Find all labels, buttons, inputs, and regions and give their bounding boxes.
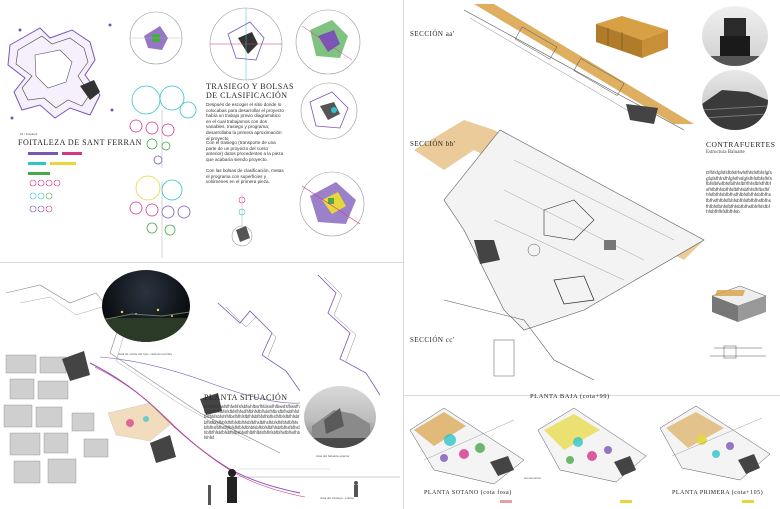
bastion-detail-2 [710, 345, 766, 359]
planta-sotano-label: PLANTA SOTANO (cota fosa) [424, 490, 512, 496]
circle-diagram-top-2 [209, 7, 283, 81]
section-aa-label: SECCIÓN aa' [410, 30, 455, 38]
tower-photo [702, 6, 768, 66]
section-title-line2: DE CLASIFICACIÓN [206, 91, 288, 100]
fort-photo [304, 386, 376, 448]
section-cc-label: SECCIÓN cc' [410, 336, 455, 344]
circle-diagram-right-1 [300, 82, 358, 140]
planta-baja-drawing [537, 407, 647, 483]
contrafuertes-text: Dfhfsfgfsfsfbfsfrfwfsfhfsfsfbfsfgfsgfqfs… [706, 170, 772, 215]
circle-diagram-top-1 [129, 11, 183, 65]
axonometric-caption: axonometría [524, 476, 541, 480]
site-plan-drawing [3, 274, 400, 505]
planta-sotano-drawing [409, 407, 525, 485]
section-bb-label: SECCIÓN bb' [410, 140, 456, 148]
planta-baja-label: PLANTA BAJA (cota+99) [530, 393, 610, 400]
fortress-caption: 01 / fortaleza [20, 132, 38, 136]
night-photo-caption: vista de noche del foso, vista al mar li… [118, 352, 173, 356]
section-title-line1: TRASIEGO Y BOLSAS [206, 82, 294, 91]
horizontal-divider-right [404, 395, 780, 396]
fort-photo-caption: vista del baluarte exterior [316, 454, 350, 458]
circle-diagram-mid [231, 194, 253, 247]
night-photo [102, 270, 190, 342]
bubble-cluster-1 [129, 85, 197, 168]
circle-diagram-top-3 [295, 9, 361, 75]
bottom-caption: vista del trasiego - enlace [320, 496, 355, 500]
paragraph-2: Con el trasiego (transporte de una parte… [206, 140, 284, 162]
planta-primera-label: PLANTA PRIMERA (cota+105) [672, 490, 764, 496]
situation-title: PLANTA SITUACIÓN [204, 393, 288, 402]
situation-text: fdsfsfdsfrwfsfhfwhfsfsbfwhfbsrfhfdsmfhfb… [204, 404, 300, 441]
axonometric-element [596, 16, 668, 58]
paragraph-1: Después de escoger el sitio donde lo col… [206, 102, 284, 141]
bubble-legend [29, 179, 61, 213]
fortress-title: FOITALEZA DE SANT FERRAN [18, 138, 142, 147]
main-plan-drawing [414, 120, 705, 381]
contrafuertes-subtitle: Estructura Baluarte [706, 150, 745, 155]
horizontal-divider-left [0, 262, 403, 263]
contrafuertes-title: CONTRAFUERTES [706, 140, 776, 149]
paragraph-3: Con las bolsas de clasificación, metas e… [206, 168, 284, 185]
bastion-detail [711, 285, 767, 322]
wall-photo [702, 70, 768, 130]
section-aa-drawing [463, 4, 694, 131]
fortress-plan-drawing [7, 23, 114, 120]
circle-diagram-right-2 [299, 171, 365, 237]
vertical-divider [403, 0, 404, 509]
planta-primera-drawing [659, 405, 771, 481]
bubble-cluster-2 [129, 175, 191, 258]
